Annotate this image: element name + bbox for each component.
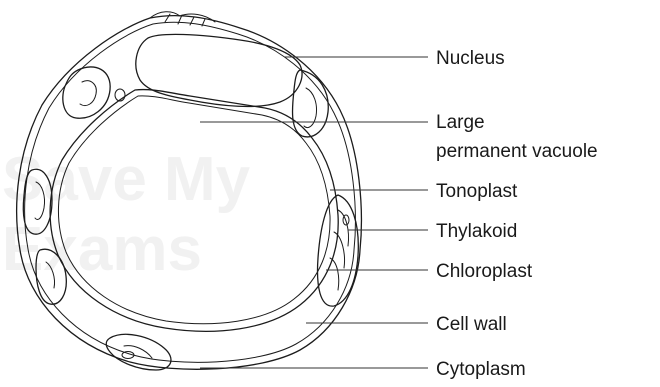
chloroplast-top-left <box>63 67 125 118</box>
label-tonoplast: Tonoplast <box>436 181 518 202</box>
label-thylakoid: Thylakoid <box>436 221 517 242</box>
watermark-line2: Exams <box>2 215 202 284</box>
label-vacuole-line1: Large <box>436 112 485 133</box>
label-vacuole-line2: permanent vacuole <box>436 141 598 162</box>
label-nucleus: Nucleus <box>436 48 505 69</box>
label-cell-wall: Cell wall <box>436 314 507 335</box>
label-cytoplasm: Cytoplasm <box>436 359 526 380</box>
watermark-line1: Save My <box>2 145 251 214</box>
nucleus <box>136 34 302 106</box>
label-chloroplast: Chloroplast <box>436 261 533 282</box>
labels: Nucleus Large permanent vacuole Tonoplas… <box>436 48 598 380</box>
watermark: Save My Exams <box>2 145 251 284</box>
